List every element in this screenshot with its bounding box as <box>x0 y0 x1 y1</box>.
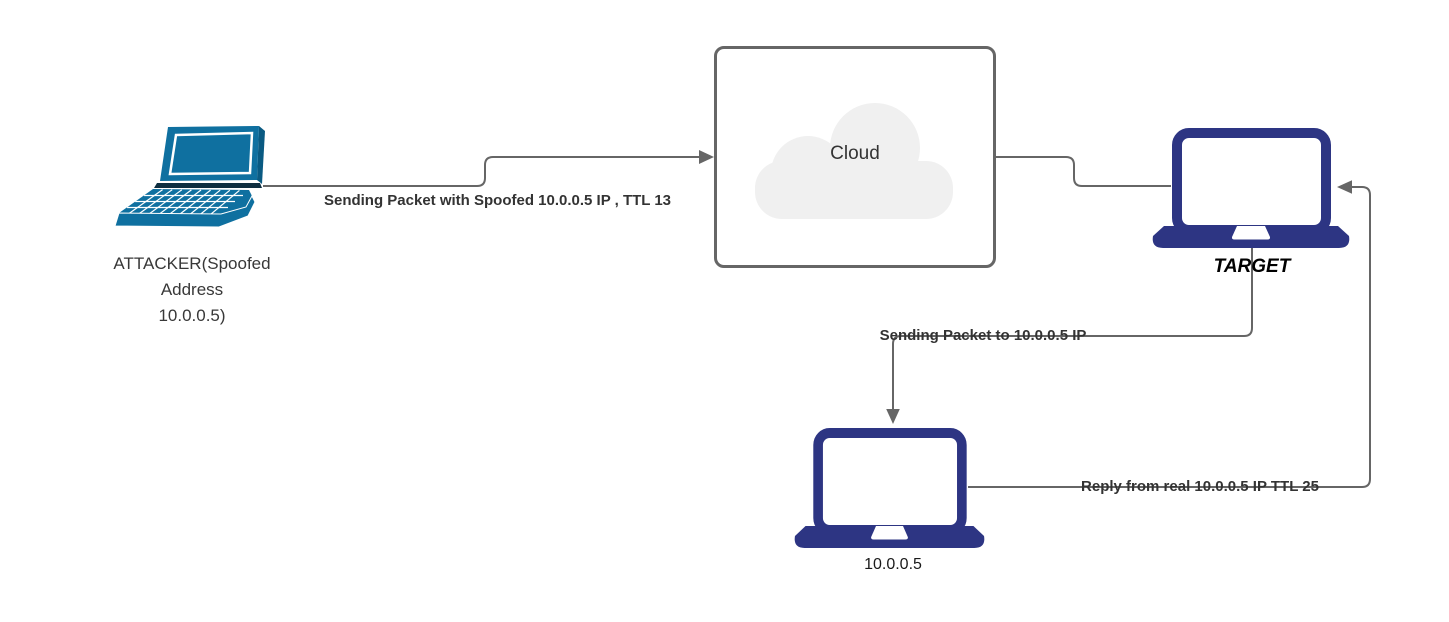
edge-label-reply: Reply from real 10.0.0.5 IP TTL 25 <box>1081 478 1319 495</box>
attacker-label-line1: ATTACKER(Spoofed <box>113 254 271 273</box>
real-host-laptop-icon <box>794 428 985 548</box>
attacker-label-line2: Address <box>160 280 224 299</box>
target-laptop-icon <box>1152 128 1350 248</box>
edge-label-sending-packet: Sending Packet to 10.0.0.5 IP <box>879 327 1087 344</box>
edge-target-to-real <box>892 248 1253 410</box>
edge-real-to-target <box>968 186 1371 488</box>
arrowhead-left-icon <box>1337 180 1352 194</box>
target-label: TARGET <box>1213 256 1291 277</box>
edge-label-spoofed-packet: Sending Packet with Spoofed 10.0.0.5 IP … <box>323 192 672 209</box>
cloud-box: Cloud <box>714 46 996 268</box>
attacker-label-line3: 10.0.0.5) <box>158 306 226 325</box>
edge-cloud-to-target <box>996 156 1171 187</box>
real-host-label: 10.0.0.5 <box>864 556 922 573</box>
arrowhead-right-icon <box>699 150 714 164</box>
edge-attacker-to-cloud <box>263 156 699 187</box>
cloud-label: Cloud <box>830 143 880 164</box>
attacker-label: ATTACKER(Spoofed Address 10.0.0.5) <box>62 251 322 329</box>
arrowhead-down-icon <box>886 409 900 424</box>
attacker-laptop-icon <box>114 126 265 228</box>
cloud-icon <box>755 103 953 219</box>
